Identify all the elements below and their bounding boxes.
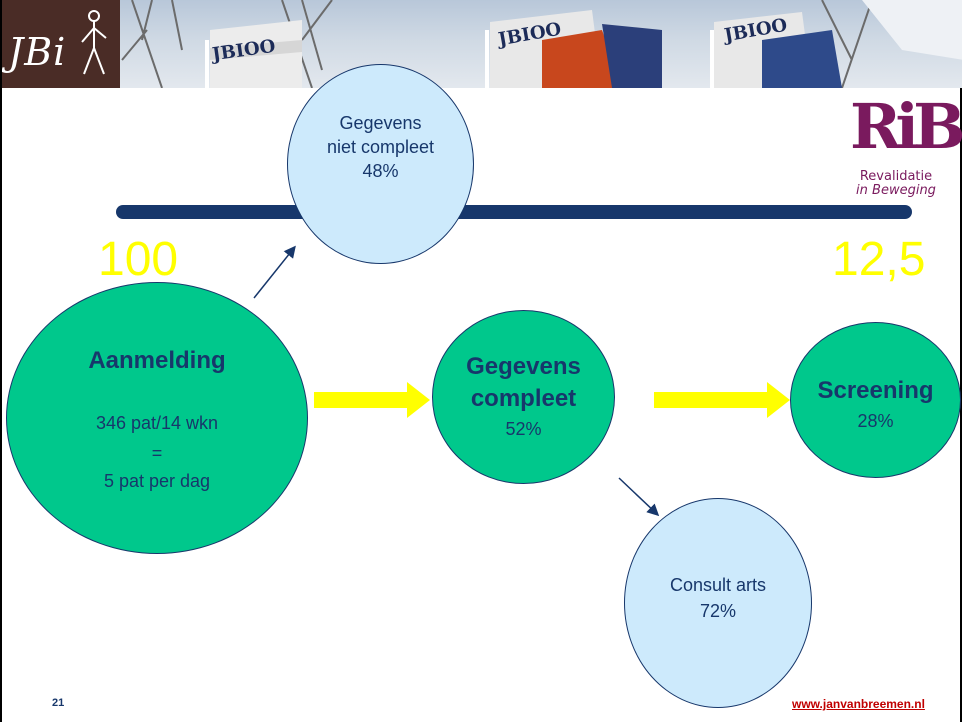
arrow-compleet-to-screening (654, 382, 790, 418)
compleet-line1: Gegevens (466, 353, 581, 380)
end-value: 12,5 (832, 233, 926, 286)
node-compleet: Gegevens compleet 52% (432, 310, 615, 484)
aanmelding-title: Aanmelding (88, 347, 226, 374)
website-link[interactable]: www.janvanbreemen.nl (792, 697, 925, 711)
rib-logo-line2: in Beweging (856, 183, 936, 198)
jbi-logo-text: JBi (8, 30, 67, 74)
node-consult-arts: Consult arts 72% (624, 498, 812, 708)
node-niet-compleet: Gegevens niet compleet 48% (287, 64, 474, 264)
consult-pct: 72% (699, 601, 737, 621)
rib-logo-mark: RiB (850, 90, 962, 163)
start-value: 100 (98, 233, 179, 286)
node-screening: Screening 28% (790, 322, 961, 478)
consult-line1: Consult arts (669, 575, 767, 595)
header-banner: JBi JBIOO JBIOO JBIOO (2, 0, 962, 88)
screening-pct: 28% (857, 411, 894, 431)
arrow-to-niet-compleet (253, 245, 296, 299)
arrow-aanmelding-to-compleet (314, 382, 430, 418)
jbi-logo: JBi (2, 0, 120, 88)
banner-photo (121, 0, 962, 88)
screening-title: Screening (817, 377, 934, 404)
node-aanmelding: Aanmelding 346 pat/14 wkn = 5 pat per da… (6, 282, 308, 554)
niet-compleet-line1: Gegevens (339, 113, 422, 133)
skeleton-figure-icon (81, 10, 107, 75)
rib-logo-line1: Revalidatie (859, 169, 933, 184)
compleet-line2: compleet (470, 385, 577, 412)
niet-compleet-pct: 48% (362, 161, 399, 181)
revalidatie-in-beweging-logo: RiB Revalidatie in Beweging (844, 94, 962, 204)
compleet-pct: 52% (505, 419, 542, 439)
aanmelding-line2: = (151, 443, 163, 463)
arrow-to-consult (618, 477, 660, 517)
aanmelding-line3: 5 pat per dag (103, 471, 211, 491)
niet-compleet-line2: niet compleet (326, 137, 435, 157)
aanmelding-line1: 346 pat/14 wkn (95, 413, 219, 433)
slide-number: 21 (52, 697, 65, 709)
